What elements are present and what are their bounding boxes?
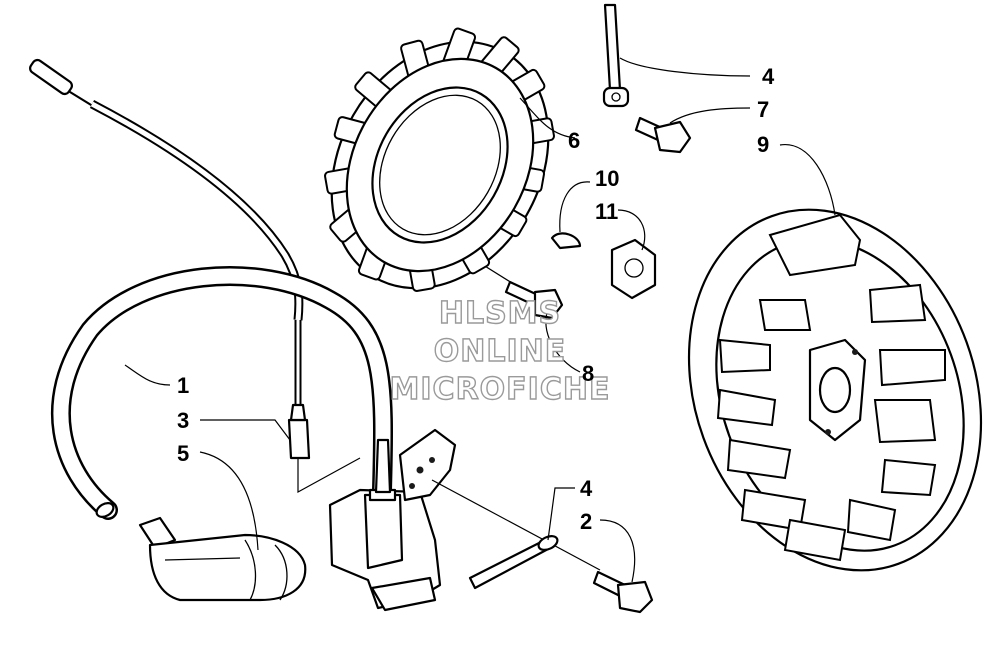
callout-6: 6 xyxy=(568,128,580,153)
screw-part-2 xyxy=(592,570,654,614)
flywheel-part-9 xyxy=(687,208,983,572)
screw-part-7 xyxy=(634,116,692,154)
callout-4-bottom: 4 xyxy=(580,476,593,501)
wire-clamp-part-4-top xyxy=(602,3,630,108)
callout-5: 5 xyxy=(177,441,189,466)
woodruff-key-part-10 xyxy=(550,232,582,250)
callout-3: 3 xyxy=(177,408,189,433)
stator-part-6 xyxy=(324,27,555,292)
watermark-line-2: ONLINE xyxy=(434,334,567,369)
wire-terminal-part-3 xyxy=(287,403,311,460)
leader-lines xyxy=(124,57,836,583)
watermark: HLSMS ONLINE MICROFICHE xyxy=(389,295,611,407)
screw-part-8 xyxy=(504,280,564,320)
ignition-coil xyxy=(328,428,457,612)
callout-4-top: 4 xyxy=(762,64,775,89)
callout-7: 7 xyxy=(757,97,769,122)
spark-plug-cap-part-5 xyxy=(138,516,307,602)
callout-11: 11 xyxy=(595,199,618,224)
callout-8: 8 xyxy=(582,361,594,386)
high-tension-lead-part-1 xyxy=(50,266,394,520)
nut-part-11 xyxy=(610,238,657,300)
callout-1: 1 xyxy=(177,373,189,398)
watermark-line-1: HLSMS xyxy=(439,296,561,331)
watermark-line-3: MICROFICHE xyxy=(390,372,611,407)
callout-2: 2 xyxy=(580,509,592,534)
callout-9: 9 xyxy=(757,132,769,157)
callout-10: 10 xyxy=(595,166,619,191)
callout-labels: 4 7 9 6 10 11 8 1 3 5 4 2 xyxy=(177,64,775,534)
wire-clamp-part-4-bottom xyxy=(468,535,559,590)
